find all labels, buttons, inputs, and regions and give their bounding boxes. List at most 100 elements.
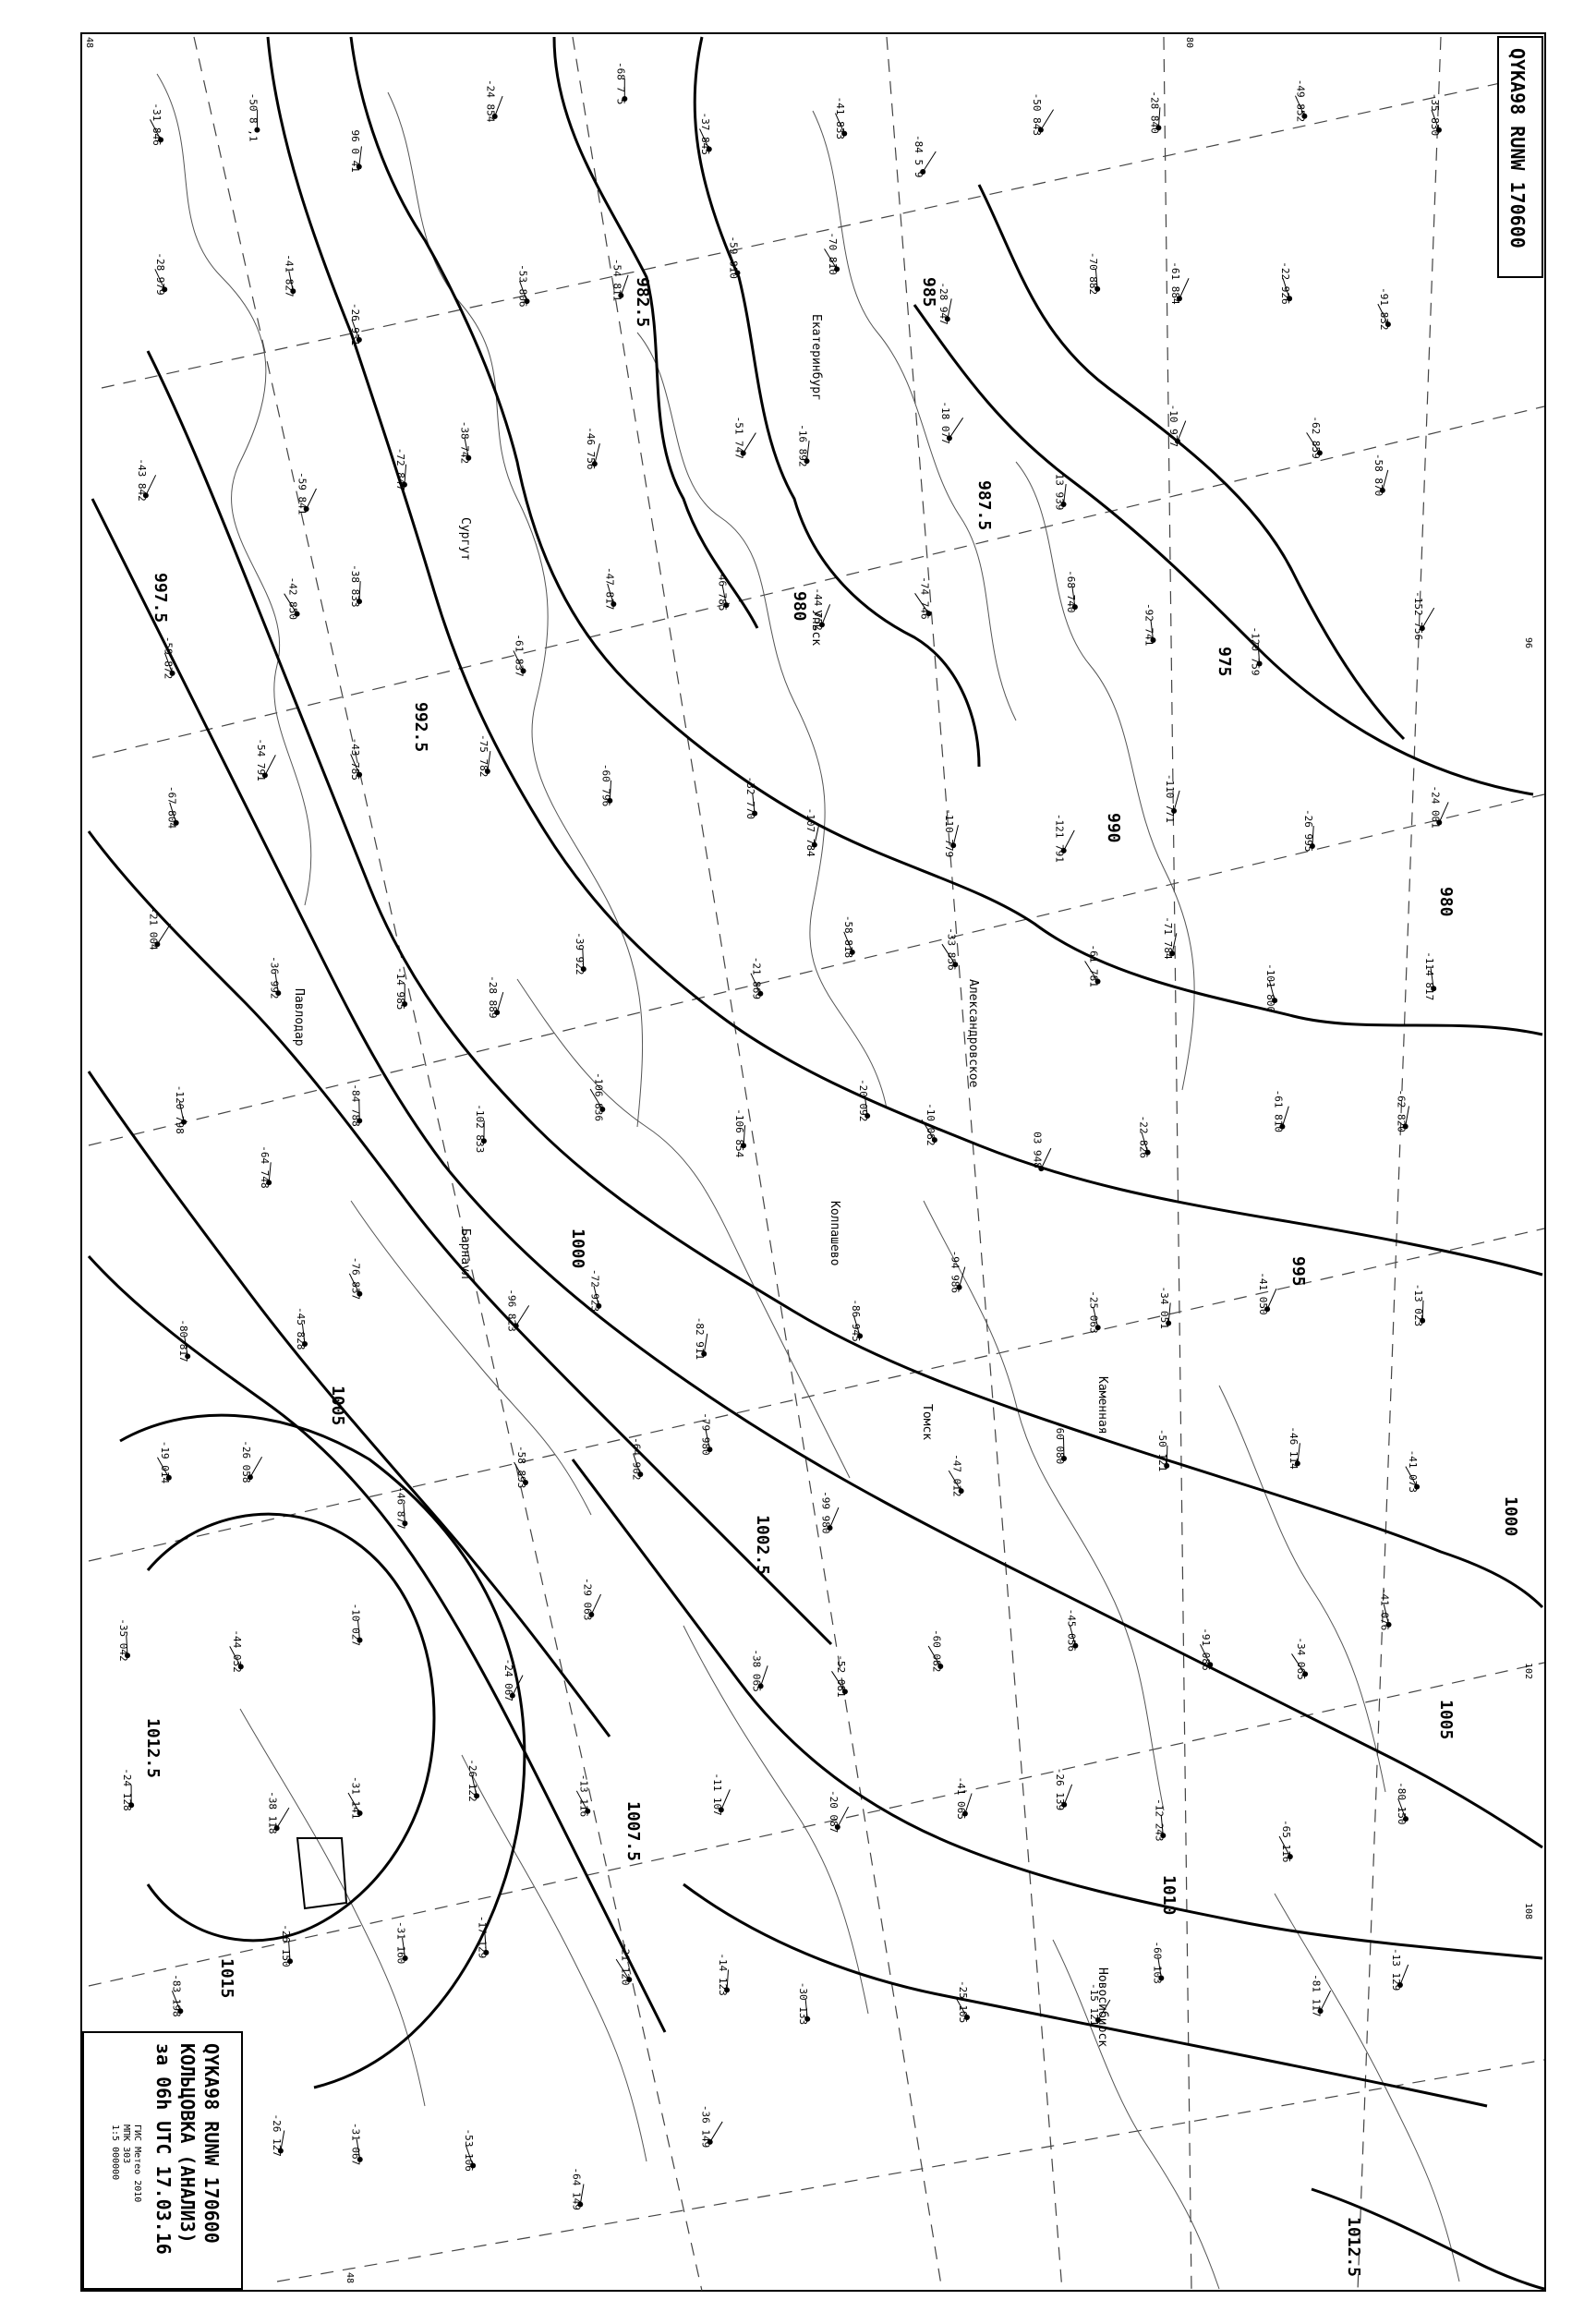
place-name: Екатеринбург: [809, 314, 823, 401]
wind-barb: [1405, 1106, 1410, 1127]
wind-barb: [721, 585, 727, 606]
station-report-text: -120 759: [1250, 626, 1262, 675]
wind-barb: [1421, 1300, 1424, 1321]
station-report: -32 770: [744, 777, 758, 819]
wind-barb: [306, 488, 317, 510]
wind-barb: [471, 1775, 478, 1797]
wind-barb: [864, 1095, 868, 1117]
station-report: -28 840: [1148, 91, 1162, 134]
station-report-text: -102 833: [474, 1104, 486, 1153]
station-report: -46 785: [716, 568, 730, 611]
station-report-text: -59 810: [727, 236, 739, 279]
station-report: -22 826: [1138, 1116, 1151, 1158]
wind-barb: [178, 1101, 185, 1122]
wind-barb: [484, 1931, 487, 1953]
station-report-text: -41 076: [1379, 1588, 1391, 1630]
station-report: -13 116: [575, 1774, 591, 1817]
station-report: -38 833: [349, 564, 363, 608]
station-report: -75 782: [478, 734, 491, 777]
wind-barb: [952, 825, 959, 846]
station-report: -31 160: [395, 1921, 408, 1964]
station-report: -107 784: [804, 808, 820, 857]
grid-number: 48: [345, 2272, 355, 2283]
station-report-text: -10 027: [349, 1604, 361, 1646]
station-report-text: -82 911: [694, 1317, 706, 1360]
station-report: -12 243: [1153, 1798, 1167, 1841]
station-report-text: -75 782: [478, 734, 490, 777]
wind-barb: [729, 252, 738, 273]
isobar-label: 982.5: [633, 277, 652, 327]
station-report: -14 123: [717, 1953, 731, 1996]
station-report-text: -50 121: [1156, 1429, 1168, 1471]
wind-barb: [154, 269, 165, 290]
station-report: -17 129: [476, 1916, 490, 1958]
station-report: -47 012: [948, 1454, 964, 1496]
station-report: -28 947: [937, 282, 952, 325]
station-report: -29 063: [581, 1578, 601, 1620]
station-report: -13 939: [1054, 467, 1067, 510]
wind-barb: [184, 1336, 188, 1357]
station-report-text: -31 160: [395, 1921, 407, 1964]
station-report-text: -28 979: [154, 252, 166, 295]
wind-barb: [1094, 268, 1098, 289]
station-report-text: -26 122: [466, 1759, 478, 1801]
station-report-text: -110 779: [943, 808, 955, 857]
geography-lines: [156, 73, 1460, 2290]
station-report: -44 032: [229, 1629, 244, 1673]
wind-barb: [752, 793, 756, 814]
station-report: -110 779: [943, 808, 959, 857]
isobar-label: 995: [1288, 1256, 1308, 1287]
station-report-text: -46 114: [1288, 1426, 1300, 1470]
wind-barb: [726, 1969, 730, 1991]
station-report-text: -47 817: [603, 567, 615, 610]
station-report-text: -26 058: [240, 1440, 252, 1483]
title-scale: 1:5 000000: [110, 2124, 120, 2180]
station-report-text: -43 785: [349, 738, 361, 781]
station-report-text: -20 092: [857, 1079, 869, 1121]
wind-barb: [487, 750, 491, 772]
wind-barb: [1063, 483, 1067, 505]
wind-barb: [268, 1162, 272, 1183]
wind-barb: [1150, 619, 1155, 641]
station-report-text: -18 077: [939, 401, 951, 443]
station-report: -28 979: [154, 252, 168, 296]
station-report: -41 827: [283, 254, 296, 297]
wind-barb: [1399, 1964, 1409, 1986]
station-report-text: -58 818: [842, 915, 854, 958]
grid-number: 96: [1523, 637, 1533, 648]
station-report-text: -41 833: [834, 97, 846, 139]
station-report: -33 856: [941, 927, 959, 971]
station-report-text: -70 882: [1087, 252, 1099, 295]
station-report: -44 752: [812, 587, 831, 631]
wind-barb: [348, 1273, 360, 1295]
wind-barb: [1306, 432, 1321, 454]
station-report: -20 092: [857, 1079, 871, 1121]
wind-barb: [843, 931, 853, 953]
station-report: -35 830: [1429, 93, 1442, 136]
station-report-text: -13 023: [1412, 1284, 1424, 1326]
station-report: -45 056: [1065, 1609, 1079, 1652]
wind-barb: [1200, 1643, 1211, 1665]
station-report: -41 050: [1257, 1272, 1277, 1315]
wind-barb: [171, 1991, 181, 2012]
station-report: -61 884: [1169, 261, 1190, 305]
station-report-text: -21 004: [147, 907, 159, 950]
station-report-text: -30 133: [797, 1982, 809, 2025]
station-report-text: -58 870: [1372, 454, 1384, 496]
isobar-label: 1010: [1159, 1875, 1179, 1915]
station-report: -79 980: [699, 1412, 713, 1456]
wind-barb: [743, 432, 756, 454]
station-report: -31 141: [347, 1776, 363, 1819]
station-report: -38 742: [458, 421, 472, 464]
station-report: -84 788: [349, 1083, 363, 1127]
station-report: -51 747: [733, 417, 756, 459]
station-report-text: -34 051: [1158, 1286, 1170, 1328]
wind-barb: [276, 1807, 290, 1829]
station-report: -91 086: [1200, 1628, 1214, 1671]
wind-barb: [1177, 420, 1187, 442]
wind-barb: [949, 418, 964, 439]
station-report-text: -94 986: [949, 1251, 961, 1293]
station-report: -54 811: [611, 259, 629, 301]
station-report-text: -21 869: [750, 957, 762, 999]
